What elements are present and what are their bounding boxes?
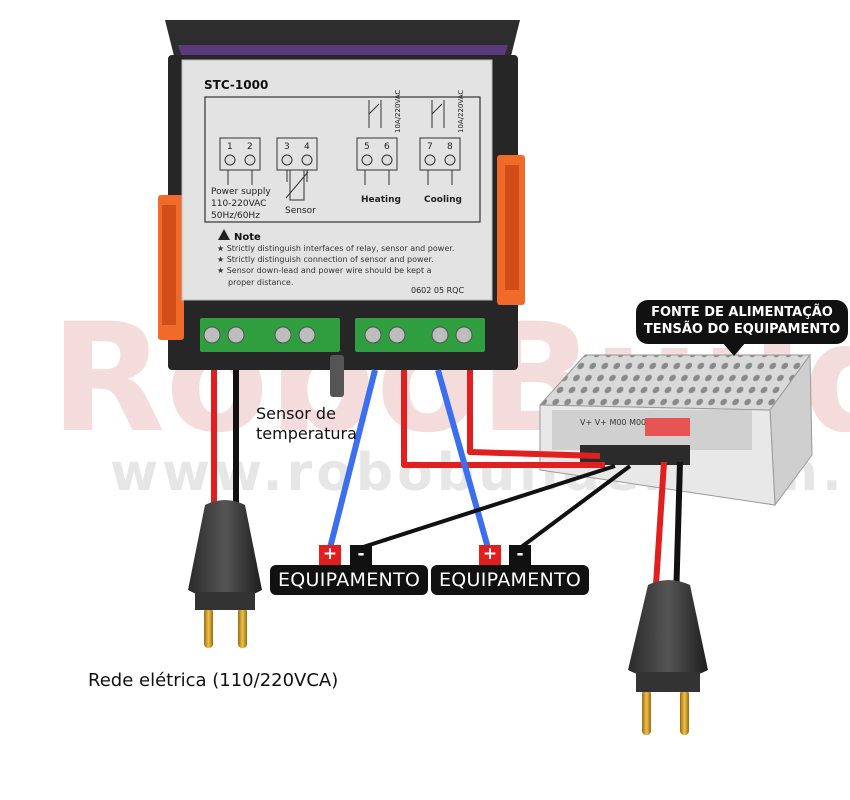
terminal-screw-6	[381, 154, 393, 166]
block-screw-6	[388, 326, 406, 344]
relay-rating-cooling: 10A/220VAC	[457, 90, 465, 133]
block-screw-4	[298, 326, 316, 344]
heating-output-wire	[327, 369, 378, 549]
psu-callout-line-1: FONTE DE ALIMENTAÇÃO	[651, 305, 833, 320]
heating-label: Heating	[361, 195, 401, 205]
terminal-screw-8	[444, 154, 456, 166]
terminal-number-3: 3	[284, 142, 290, 152]
terminal-number-7: 7	[427, 142, 433, 152]
note-line-3: ★ Sensor down-lead and power wire should…	[217, 266, 432, 275]
terminal-numbers: 1 2 3 4 5 6 7 8	[227, 142, 453, 152]
equipment-1-plus: +	[319, 545, 341, 565]
note-line-1: ★ Strictly distinguish interfaces of rel…	[217, 244, 454, 253]
psu-callout: FONTE DE ALIMENTAÇÃO TENSÃO DO EQUIPAMEN…	[636, 300, 848, 344]
terminal-screw-4	[301, 154, 313, 166]
wires	[211, 369, 683, 601]
power-supply-label: Power supply	[211, 187, 271, 197]
terminal-block-right	[355, 318, 485, 352]
block-screw-2	[227, 326, 245, 344]
terminal-screw-3	[281, 154, 293, 166]
note-title: Note	[234, 232, 261, 243]
terminal-screw-2	[244, 154, 256, 166]
block-screw-8	[455, 326, 473, 344]
warning-icon	[218, 229, 230, 240]
terminal-number-1: 1	[227, 142, 233, 152]
power-supply-unit: V+ V+ M00 M00	[538, 353, 813, 507]
sensor-label-line-2: temperatura	[256, 424, 357, 443]
terminal-number-8: 8	[447, 142, 453, 152]
sensor-terminal-label: Sensor	[285, 206, 316, 216]
terminal-number-5: 5	[364, 142, 370, 152]
equipment-1-negative-wire	[359, 464, 616, 550]
block-screw-3	[274, 326, 292, 344]
terminal-screw-5	[361, 154, 373, 166]
psu-neutral-wire	[673, 461, 683, 601]
psu-terminal-labels: V+ V+ M00 M00	[580, 418, 646, 427]
relay-rating-heating: 10A/220VAC	[394, 90, 402, 133]
psu-live-wire	[652, 461, 667, 601]
terminal-number-4: 4	[304, 142, 310, 152]
mains-plug-left	[188, 500, 262, 648]
terminal-number-6: 6	[384, 142, 390, 152]
equipment-1-minus: -	[350, 545, 372, 565]
equipment-2-minus: -	[509, 545, 531, 565]
psu-callout-tail	[722, 342, 746, 356]
heating-supply-wire	[401, 370, 605, 468]
equipment-2-label: EQUIPAMENTO	[431, 565, 590, 595]
note-line-4: proper distance.	[228, 278, 293, 287]
terminal-block-left	[200, 318, 340, 352]
equipment-2-negative-wire	[518, 464, 632, 550]
controller-label-plate	[181, 59, 493, 301]
note-line-2: ★ Strictly distinguish connection of sen…	[217, 255, 434, 264]
block-screw-5	[364, 326, 382, 344]
equipment-2-plus: +	[479, 545, 501, 565]
terminal-screws	[224, 154, 456, 166]
psu-callout-line-2: TENSÃO DO EQUIPAMENTO	[643, 322, 841, 337]
model-name: STC-1000	[204, 78, 268, 92]
terminal-screw-1	[224, 154, 236, 166]
power-voltage-label: 110-220VAC	[211, 199, 266, 209]
terminal-number-2: 2	[247, 142, 253, 152]
block-screw-1	[203, 326, 221, 344]
block-screw-7	[431, 326, 449, 344]
mains-label: Rede elétrica (110/220VCA)	[88, 670, 339, 691]
cooling-supply-wire	[467, 370, 601, 459]
cooling-label: Cooling	[424, 195, 462, 205]
controller-code: 0602 05 RQC	[411, 286, 464, 295]
cooling-output-wire	[435, 369, 491, 549]
mains-plug-right	[628, 580, 708, 735]
power-frequency-label: 50Hz/60Hz	[211, 211, 260, 221]
sensor-label-line-1: Sensor de	[256, 404, 336, 423]
terminal-screw-7	[424, 154, 436, 166]
equipment-1-label: EQUIPAMENTO	[270, 565, 429, 595]
